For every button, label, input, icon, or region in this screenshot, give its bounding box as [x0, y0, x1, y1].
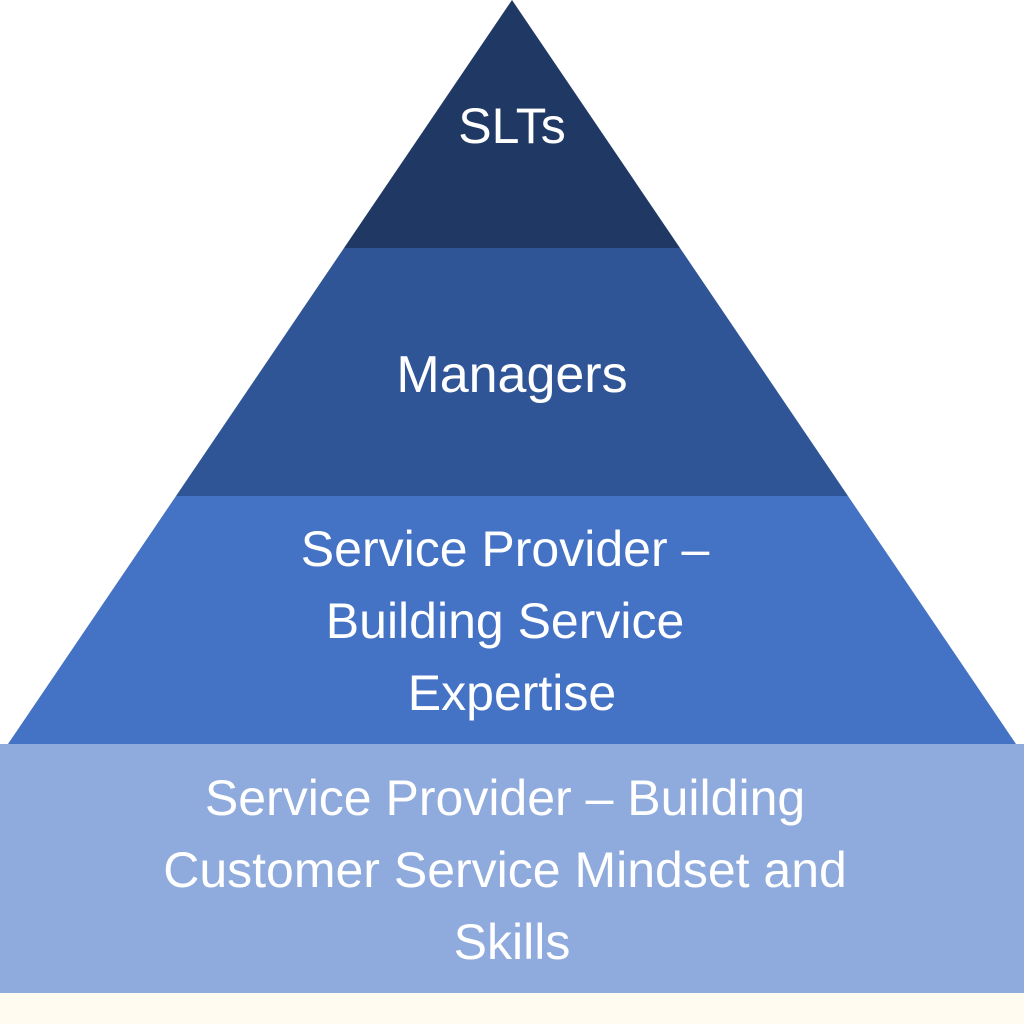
label-line: Customer Service Mindset and — [163, 842, 847, 898]
level-label-slts: SLTs — [458, 98, 565, 154]
pyramid-level-managers — [176, 248, 848, 496]
pyramid-level-service-expertise — [8, 496, 1016, 744]
pyramid-level-slts — [344, 0, 680, 248]
label-line: Service Provider – Building — [205, 770, 805, 826]
label-line: Expertise — [408, 665, 616, 721]
level-label-managers: Managers — [396, 346, 627, 404]
label-line: Service Provider – — [301, 521, 710, 577]
bottom-strip — [0, 993, 1024, 1024]
level-label-service-expertise: Service Provider – Building Service Expe… — [301, 521, 723, 721]
label-line: Building Service — [326, 593, 685, 649]
label-line: Managers — [396, 346, 627, 404]
label-line: SLTs — [458, 98, 565, 154]
pyramid-level-customer-service — [0, 744, 1024, 993]
label-line: Skills — [454, 914, 571, 970]
level-label-customer-service: Service Provider – Building Customer Ser… — [163, 770, 861, 970]
